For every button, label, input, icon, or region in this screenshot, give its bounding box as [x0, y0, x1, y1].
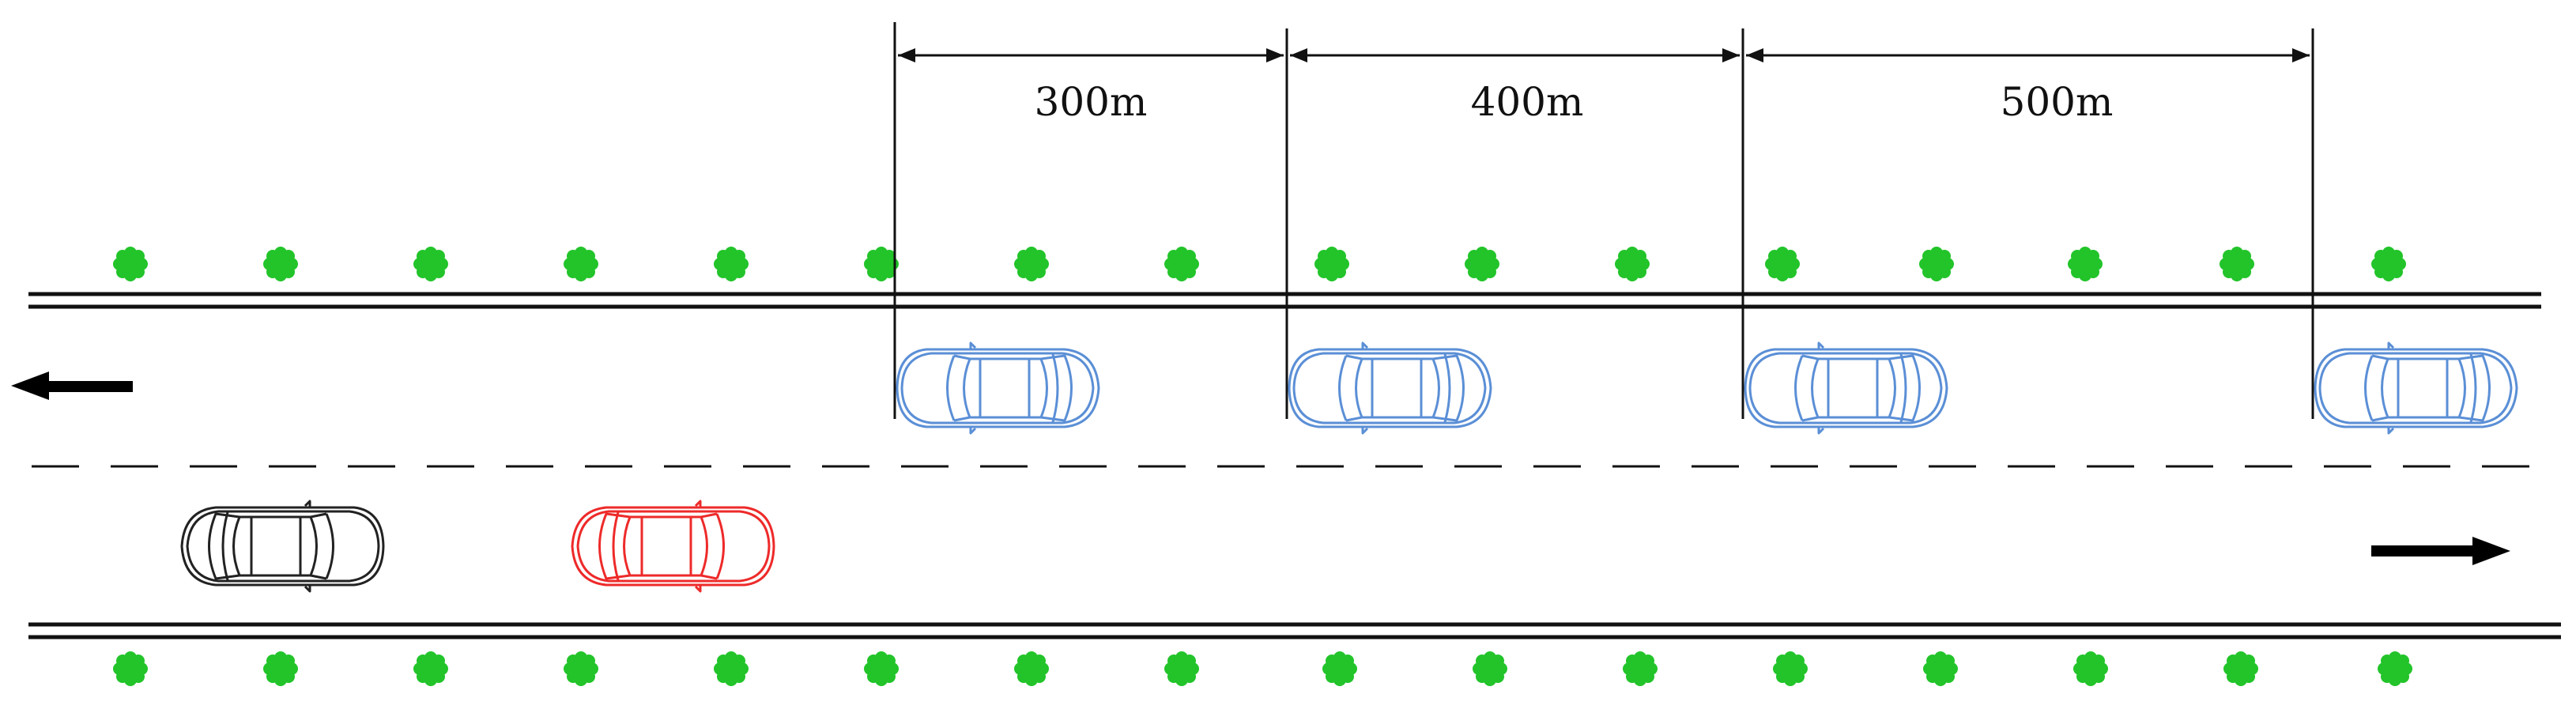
distance-label-300m: 300m — [1035, 79, 1148, 125]
tree-icon — [2073, 651, 2108, 686]
arrow-left-icon — [11, 372, 133, 400]
tree-icon — [1615, 247, 1650, 281]
arrow-right-icon — [2371, 537, 2510, 565]
tree-icon — [1923, 651, 1958, 686]
tree-icon — [1164, 247, 1199, 281]
tree-icon — [263, 651, 298, 686]
tree-icon — [714, 651, 749, 686]
tree-icon — [2068, 247, 2103, 281]
oncoming-cars — [896, 341, 2518, 435]
tree-icon — [2378, 651, 2412, 686]
tree-icon — [714, 247, 749, 281]
tree-icon — [1014, 651, 1049, 686]
tree-row-bottom — [113, 651, 2412, 686]
tree-icon — [1322, 651, 1357, 686]
tree-icon — [113, 651, 148, 686]
oncoming-car-icon — [1288, 341, 1492, 435]
distance-label-500m: 500m — [2001, 79, 2114, 125]
red-car-icon — [571, 500, 775, 593]
oncoming-car-icon — [896, 341, 1100, 435]
tree-icon — [263, 247, 298, 281]
tree-icon — [413, 247, 448, 281]
tree-icon — [864, 247, 899, 281]
tree-icon — [564, 651, 598, 686]
tree-icon — [864, 651, 899, 686]
car-outline — [571, 500, 775, 593]
dimension-arrowhead — [1266, 48, 1284, 62]
car-outline — [180, 500, 385, 593]
tree-icon — [1314, 247, 1349, 281]
dimension-arrowhead — [2292, 48, 2310, 62]
tree-icon — [1164, 651, 1199, 686]
tree-icon — [1919, 247, 1954, 281]
dimension-arrowhead — [1722, 48, 1740, 62]
tree-icon — [113, 247, 148, 281]
arrow-left-shape — [11, 372, 133, 400]
tree-icon — [1465, 247, 1499, 281]
oncoming-car-icon — [1744, 341, 1948, 435]
tree-icon — [1765, 247, 1800, 281]
tree-row-top — [113, 247, 2406, 281]
tree-icon — [413, 651, 448, 686]
dimension-arrowhead — [898, 48, 915, 62]
oncoming-car-icon — [2314, 341, 2518, 435]
tree-icon — [1473, 651, 1507, 686]
tree-icon — [564, 247, 598, 281]
dimension-arrowhead — [1290, 48, 1307, 62]
black-car-icon — [180, 500, 385, 593]
tree-icon — [2371, 247, 2406, 281]
road-edges — [28, 292, 2561, 639]
tree-icon — [2220, 247, 2254, 281]
tree-icon — [1623, 651, 1658, 686]
dimension-arrowhead — [1746, 48, 1763, 62]
arrow-right-shape — [2371, 537, 2510, 565]
distance-label-400m: 400m — [1471, 79, 1584, 125]
tree-icon — [2223, 651, 2258, 686]
measurement-guides — [893, 22, 2314, 419]
following-cars — [180, 500, 775, 593]
tree-icon — [1014, 247, 1049, 281]
tree-icon — [1773, 651, 1808, 686]
